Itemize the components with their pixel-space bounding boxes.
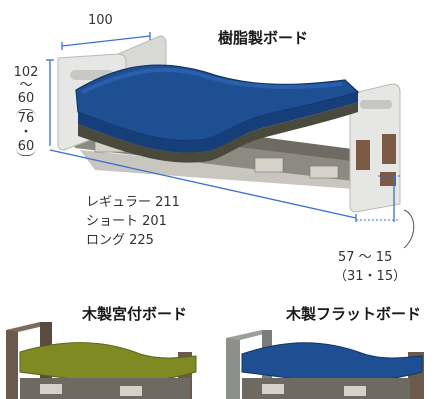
mattress-top-shade <box>81 67 343 94</box>
height-max: 102 <box>13 65 39 80</box>
height-alt-min: 60 <box>16 139 36 156</box>
height-alt-max: 76 <box>16 109 36 126</box>
floor-clearance: 57 〜 15 （31・15） <box>334 248 406 286</box>
motor-unit <box>254 157 284 173</box>
length-values: レギュラー 211 ショート 201 ロング 225 <box>86 193 180 250</box>
resin-board-label: 樹脂製ボード <box>218 29 309 47</box>
motor-unit <box>309 165 339 179</box>
motor-unit <box>344 386 366 396</box>
height-min: 60 <box>17 91 35 106</box>
wood-flat-board-label: 木製フラットボード <box>286 305 422 323</box>
motor-unit <box>120 386 142 396</box>
resin-board-bed <box>46 32 415 249</box>
floor-clearance-alt: （31・15） <box>334 269 407 284</box>
length-long: ロング 225 <box>86 233 154 248</box>
wood-shelf-board-label: 木製宮付ボード <box>82 305 188 323</box>
length-regular: レギュラー 211 <box>86 195 180 210</box>
motor-unit <box>262 384 284 394</box>
length-short: ショート 201 <box>86 214 167 229</box>
head-board <box>226 338 240 399</box>
wood-flat-board-bed <box>226 330 424 399</box>
foot-board-panel <box>356 140 370 170</box>
bed-deck <box>78 102 358 163</box>
wood-shelf-board-bed <box>6 322 197 399</box>
width-dimension-line <box>61 35 151 47</box>
height-values: 102 〜 60 76 ・ 60 <box>10 64 42 156</box>
height-separator: ・ <box>19 125 33 140</box>
foot-board-handle <box>360 100 392 109</box>
motor-unit <box>40 384 62 394</box>
head-board-top <box>226 330 272 340</box>
foot-board-panel <box>382 134 396 164</box>
floor-clearance-bracket <box>403 209 415 249</box>
mattress <box>75 64 360 142</box>
floor-clearance-range: 57 〜 15 <box>338 250 393 265</box>
bed-frame-shadow <box>80 150 368 190</box>
width-value: 100 <box>88 13 113 28</box>
height-range-symbol: 〜 <box>19 78 33 93</box>
mattress-side <box>78 92 358 153</box>
bed-base-frame <box>20 378 190 399</box>
head-board <box>6 330 18 399</box>
length-dimension-line <box>49 149 357 219</box>
